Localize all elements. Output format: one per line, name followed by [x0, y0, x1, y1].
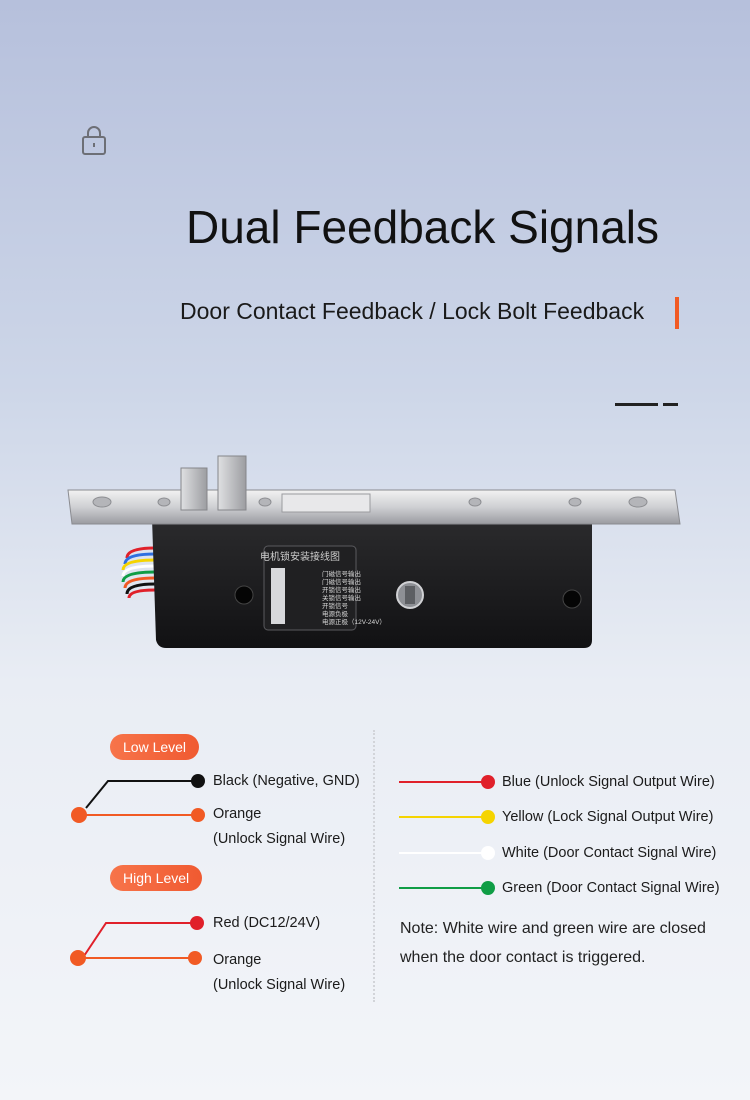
divider-dash-short [663, 403, 678, 406]
feedback-wire-label: White (Door Contact Signal Wire) [502, 845, 717, 861]
feedback-wire-end [481, 881, 495, 895]
note-text: Note: White wire and green wire are clos… [400, 920, 706, 966]
high-level-badge: High Level [110, 865, 203, 891]
red-wire-label: Red (DC12/24V) [213, 915, 321, 931]
black-wire [85, 780, 198, 809]
orange-wire-high-label: Orange [213, 952, 262, 968]
orange-wire-high-end [188, 951, 202, 965]
feedback-wire-end [481, 775, 495, 789]
orange-wire-low-sublabel: (Unlock Signal Wire) [213, 831, 346, 847]
wiring-label-row: 关锁信号输出 [322, 595, 361, 602]
orange-wire-low-start [71, 807, 87, 823]
wiring-label-row: 开锁信号 [322, 603, 348, 610]
feedback-wire-end [481, 846, 495, 860]
low-level-badge: Low Level [110, 734, 200, 760]
orange-wire-low-end [191, 808, 205, 822]
feedback-wire-label: Blue (Unlock Signal Output Wire) [502, 774, 715, 790]
orange-wire-low-label: Orange [213, 806, 262, 822]
feedback-wire-label: Yellow (Lock Signal Output Wire) [502, 809, 714, 825]
feedback-wire-label: Green (Door Contact Signal Wire) [502, 880, 720, 896]
wiring-label-row: 门磁信号输出 [322, 571, 361, 578]
wiring-label-row: 门磁信号输出 [322, 579, 361, 586]
wiring-label-row: 电源负极 [322, 611, 348, 618]
electric-lock-image [67, 455, 681, 648]
wiring-label-title: 电机锁安装接线图 [260, 552, 340, 563]
black-wire-end [191, 774, 205, 788]
column-divider [373, 730, 375, 1002]
orange-wire-high-sublabel: (Unlock Signal Wire) [213, 977, 346, 993]
divider-dash [615, 403, 658, 406]
lock-icon [82, 126, 106, 155]
red-wire [83, 922, 197, 957]
black-wire-label: Black (Negative, GND) [213, 773, 360, 789]
feedback-wire-end [481, 810, 495, 824]
wiring-label-row: 电源正极（12V-24V） [322, 619, 386, 626]
red-wire-end [190, 916, 204, 930]
wiring-label-row: 开锁信号输出 [322, 587, 361, 594]
accent-bar [675, 297, 679, 329]
orange-wire-high-start [70, 950, 86, 966]
page-title: Dual Feedback Signals [185, 201, 660, 253]
page-subtitle: Door Contact Feedback / Lock Bolt Feedba… [180, 298, 645, 324]
